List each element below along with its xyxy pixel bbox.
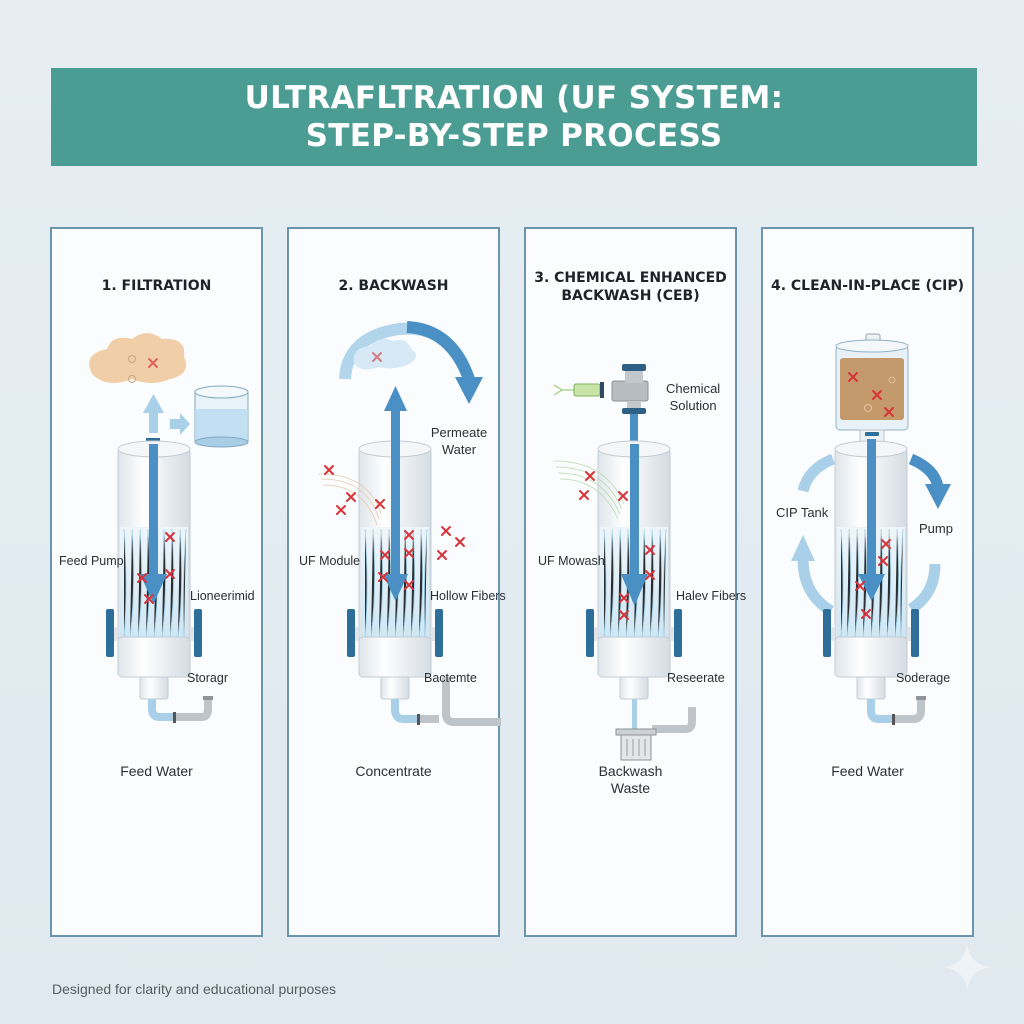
label-bottom: Backwash Waste (598, 763, 663, 796)
panel-cip: 4. CLEAN-IN-PLACE (CIP) (761, 227, 974, 937)
title-line-1: 3. CHEMICAL ENHANCED (534, 270, 727, 286)
label-outlet: Soderage (896, 671, 951, 685)
permeate-arrow-icon (143, 394, 190, 435)
label-feed-pump: Feed Pump (59, 554, 124, 568)
label-permeate-water: Permeate Water (430, 425, 488, 457)
title-line-2: STEP-BY-STEP PROCESS (305, 118, 723, 154)
footer-note: Designed for clarity and educational pur… (52, 981, 337, 997)
label-right: Halev Fibers (676, 589, 747, 603)
label-right: Lioneerimid (190, 589, 255, 603)
panel-ceb: 3. CHEMICAL ENHANCED BACKWASH (CEB) (524, 227, 746, 937)
label-hollow-fibers: Hollow Fibers (430, 589, 506, 603)
panel-backwash: 2. BACKWASH P (287, 227, 506, 937)
panel-title: 4. CLEAN-IN-PLACE (CIP) (770, 278, 965, 294)
down-flow-arrow-icon (858, 439, 885, 601)
label-cip-tank: CIP Tank (776, 505, 829, 520)
outlet-pipe-icon (867, 696, 926, 725)
valve-icon (611, 364, 649, 454)
fiber-strands-icon (553, 460, 625, 520)
label-outlet: Storagr (187, 671, 228, 685)
panel-title: 3. CHEMICAL ENHANCED BACKWASH (CEB) (526, 269, 735, 305)
panel-filtration: 1. FILTRATION (50, 227, 263, 937)
permeate-tank-icon (194, 385, 249, 448)
label-bottom: Concentrate (355, 763, 432, 779)
label-chemical-solution: Chemical Solution (666, 381, 721, 413)
outlet-pipe-icon (391, 677, 501, 726)
sparkle-icon (944, 944, 990, 990)
label-pump: Pump (919, 521, 953, 536)
reverse-flow-arc-icon (339, 321, 483, 404)
title-line-1: ULTRAFLTRATION (UF SYSTEM: (244, 80, 784, 116)
label-bottom: Feed Water (831, 763, 904, 779)
outlet-pipe-icon (148, 696, 213, 723)
panel-title: 1. FILTRATION (101, 278, 212, 294)
panel-title: 2. BACKWASH (338, 278, 449, 294)
up-flow-arrow-icon (383, 386, 408, 601)
title-line-2: BACKWASH (CEB) (561, 288, 700, 304)
waste-strainer-icon (615, 699, 696, 761)
label-outlet: Bactemte (424, 671, 477, 685)
down-flow-arrow-icon (621, 444, 648, 606)
cip-tank-icon (835, 333, 909, 445)
chemical-syringe-icon (553, 382, 604, 398)
label-left: UF Mowash (538, 554, 605, 568)
title-banner: ULTRAFLTRATION (UF SYSTEM: STEP-BY-STEP … (51, 68, 977, 166)
label-outlet: Reseerate (667, 671, 725, 685)
foulant-cloud-icon (89, 333, 187, 383)
circulation-arrows-icon (791, 453, 951, 616)
label-bottom: Feed Water (120, 763, 193, 779)
label-uf-module: UF Module (299, 554, 361, 568)
